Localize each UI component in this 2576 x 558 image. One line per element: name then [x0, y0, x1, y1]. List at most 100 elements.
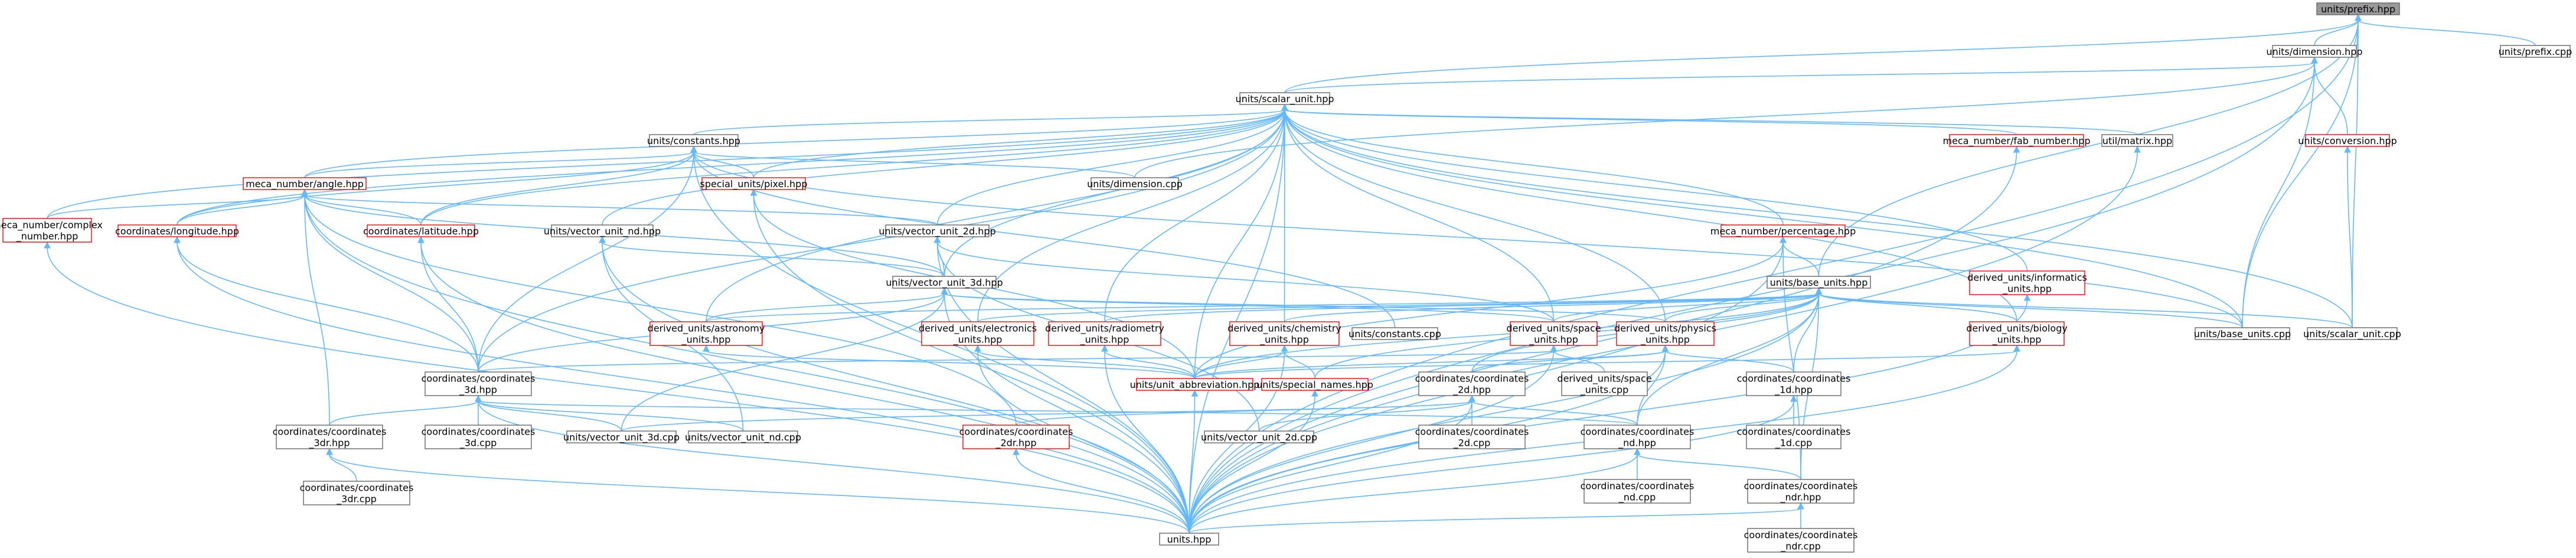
file-node-special_names[interactable]: units/special_names.hpp — [1256, 378, 1373, 391]
dependency-edge-fab_number-units_hpp — [1189, 145, 2020, 534]
file-node-biology[interactable]: derived_units/biology_units.hpp — [1966, 321, 2068, 346]
file-node-informatics[interactable]: derived_units/informatics_units.hpp — [1967, 270, 2087, 295]
file-node-coord_1d_cpp[interactable]: coordinates/coordinates_1d.cpp — [1737, 425, 1851, 449]
file-node-label: derived_units/space — [1557, 373, 1651, 385]
file-node-matrix[interactable]: util/matrix.hpp — [2101, 134, 2173, 147]
file-node-scalar_unit[interactable]: units/scalar_unit.hpp — [1235, 92, 1334, 105]
file-node-astronomy[interactable]: derived_units/astronomy_units.hpp — [648, 321, 765, 346]
file-node-label: meca_number/angle.hpp — [246, 178, 364, 190]
file-node-constants[interactable]: units/constants.hpp — [647, 134, 740, 147]
file-node-label: units/unit_abbreviation.hpp — [1130, 379, 1260, 391]
dependency-edge-unit_abbreviation-units_hpp — [1189, 389, 1199, 534]
file-node-coord_2d_hpp[interactable]: coordinates/coordinates_2d.hpp — [1415, 371, 1529, 396]
dependency-edge-dimension_hpp-base_units_cpp — [2242, 56, 2318, 328]
dependency-edge-electronics-units_hpp — [974, 344, 1190, 534]
file-node-label: units/vector_unit_nd.hpp — [544, 226, 661, 237]
file-node-label: derived_units/astronomy — [648, 323, 765, 335]
dependency-edge-scalar_unit-angle — [304, 103, 1288, 178]
file-node-label: _units.hpp — [1992, 334, 2042, 346]
file-node-label: _1d.hpp — [1774, 384, 1813, 396]
file-node-coord_2dr_hpp[interactable]: coordinates/coordinates_2dr.hpp — [959, 425, 1073, 449]
dependency-edge-prefix-units_hpp — [1189, 14, 2362, 534]
file-node-coord_ndr_hpp[interactable]: coordinates/coordinates_ndr.hpp — [1744, 479, 1858, 504]
file-node-base_units[interactable]: units/base_units.hpp — [1767, 276, 1871, 289]
file-node-fab_number[interactable]: meca_number/fab_number.hpp — [1943, 134, 2091, 147]
dependency-edge-base_units-units_hpp — [1189, 287, 1823, 534]
file-node-angle[interactable]: meca_number/angle.hpp — [243, 177, 367, 190]
file-node-coord_ndr_cpp[interactable]: coordinates/coordinates_ndr.cpp — [1744, 528, 1858, 553]
dependency-edge-constants-latitude — [420, 145, 697, 226]
file-node-label: coordinates/coordinates — [959, 426, 1073, 438]
dependency-edge-dimension_hpp-dimension_cpp — [1134, 56, 2318, 178]
file-node-label: util/matrix.hpp — [2102, 135, 2172, 146]
file-node-label: _nd.cpp — [1618, 492, 1656, 504]
file-node-units_hpp[interactable]: units.hpp — [1159, 533, 1219, 546]
file-node-vector_3d_hpp[interactable]: units/vector_unit_3d.hpp — [886, 276, 1003, 289]
file-node-label: units/prefix.cpp — [2499, 46, 2572, 57]
file-node-space_cpp[interactable]: derived_units/space_units.cpp — [1557, 371, 1652, 396]
file-node-label: units/special_names.hpp — [1256, 379, 1373, 391]
file-node-coord_1d_hpp[interactable]: coordinates/coordinates_1d.hpp — [1737, 371, 1851, 396]
file-node-vector_nd_hpp[interactable]: units/vector_unit_nd.hpp — [544, 224, 661, 237]
file-node-chemistry[interactable]: derived_units/chemistry_units.hpp — [1227, 321, 1341, 346]
file-node-pixel[interactable]: special_units/pixel.hpp — [700, 177, 808, 190]
file-node-prefix[interactable]: units/prefix.hpp — [2316, 2, 2400, 15]
file-node-label: coordinates/coordinates — [300, 482, 414, 494]
file-node-label: _2d.hpp — [1452, 384, 1491, 396]
file-node-conversion[interactable]: units/conversion.hpp — [2298, 134, 2397, 147]
file-node-dimension_cpp[interactable]: units/dimension.cpp — [1087, 177, 1183, 190]
dependency-edge-radiometry-units_hpp — [1101, 344, 1190, 534]
file-node-vector_3d_cpp[interactable]: units/vector_unit_3d.cpp — [563, 430, 680, 443]
file-node-label: coordinates/latitude.hpp — [363, 226, 479, 237]
dependency-edge-angle-vector_2d_hpp — [301, 188, 938, 226]
file-node-coord_3dr_cpp[interactable]: coordinates/coordinates_3dr.cpp — [300, 481, 414, 505]
file-node-radiometry[interactable]: derived_units/radiometry_units.hpp — [1045, 321, 1164, 346]
file-node-label: coordinates/coordinates — [422, 373, 536, 384]
file-node-coord_2d_cpp[interactable]: coordinates/coordinates_2d.cpp — [1415, 425, 1529, 449]
file-node-prefix_cpp[interactable]: units/prefix.cpp — [2499, 45, 2572, 58]
file-node-scalar_unit_cpp[interactable]: units/scalar_unit.cpp — [2303, 327, 2401, 340]
file-node-complex[interactable]: meca_number/complex_number.hpp — [0, 218, 103, 243]
file-node-longitude[interactable]: coordinates/longitude.hpp — [115, 224, 239, 237]
dependency-edge-complex-units_hpp — [44, 241, 1190, 534]
file-node-vector_2d_hpp[interactable]: units/vector_unit_2d.hpp — [879, 224, 996, 237]
file-node-label: _units.hpp — [1259, 334, 1309, 346]
file-node-label: derived_units/physics — [1614, 323, 1716, 335]
dependency-edge-constants-angle — [304, 145, 697, 178]
file-node-base_units_cpp[interactable]: units/base_units.cpp — [2194, 327, 2291, 340]
file-node-label: _units.hpp — [1640, 334, 1690, 346]
file-node-label: coordinates/coordinates — [1737, 426, 1851, 438]
file-node-label: special_units/pixel.hpp — [700, 178, 808, 190]
file-node-label: derived_units/biology — [1966, 323, 2067, 335]
file-node-label: units/dimension.hpp — [2266, 46, 2362, 57]
file-node-coord_nd_cpp[interactable]: coordinates/coordinates_nd.cpp — [1581, 479, 1695, 504]
file-node-label: _units.hpp — [681, 334, 731, 346]
file-node-label: _nd.hpp — [1618, 438, 1656, 449]
file-node-coord_3d_cpp[interactable]: coordinates/coordinates_3d.cpp — [422, 425, 536, 449]
dependency-edge-scalar_unit-informatics — [1281, 103, 2028, 272]
file-node-latitude[interactable]: coordinates/latitude.hpp — [363, 224, 479, 237]
file-node-label: _2dr.hpp — [995, 438, 1037, 449]
file-node-label: _3d.hpp — [459, 384, 497, 396]
dependency-edge-scalar_unit-units_hpp — [1189, 103, 1288, 534]
dependency-edge-prefix-scalar_unit_cpp — [2352, 14, 2362, 328]
file-node-coord_3d_hpp[interactable]: coordinates/coordinates_3d.hpp — [422, 371, 536, 396]
file-node-label: units/vector_unit_2d.cpp — [1201, 432, 1317, 443]
file-node-vector_nd_cpp[interactable]: units/vector_unit_nd.cpp — [685, 430, 801, 443]
file-node-dimension_hpp[interactable]: units/dimension.hpp — [2266, 45, 2363, 58]
file-node-coord_3dr_hpp[interactable]: coordinates/coordinates_3dr.hpp — [273, 425, 387, 449]
file-node-label: _ndr.hpp — [1780, 492, 1821, 504]
file-node-electronics[interactable]: derived_units/electronics_units.hpp — [919, 321, 1037, 346]
file-node-space[interactable]: derived_units/space_units.hpp — [1506, 321, 1601, 346]
file-node-percentage[interactable]: meca_number/percentage.hpp — [1710, 224, 1856, 237]
file-node-label: _units.cpp — [1580, 384, 1629, 396]
file-node-constants_cpp[interactable]: units/constants.cpp — [1349, 327, 1441, 340]
file-node-physics[interactable]: derived_units/physics_units.hpp — [1614, 321, 1716, 346]
file-node-unit_abbreviation[interactable]: units/unit_abbreviation.hpp — [1130, 378, 1260, 391]
file-node-label: _units.hpp — [1080, 334, 1129, 346]
file-node-coord_nd_hpp[interactable]: coordinates/coordinates_nd.hpp — [1581, 425, 1695, 449]
dependency-edge-longitude-units_hpp — [174, 236, 1190, 534]
file-node-label: meca_number/complex — [0, 220, 103, 231]
dependency-edge-scalar_unit-complex — [47, 103, 1288, 219]
file-node-vector_2d_cpp[interactable]: units/vector_unit_2d.cpp — [1201, 430, 1317, 443]
